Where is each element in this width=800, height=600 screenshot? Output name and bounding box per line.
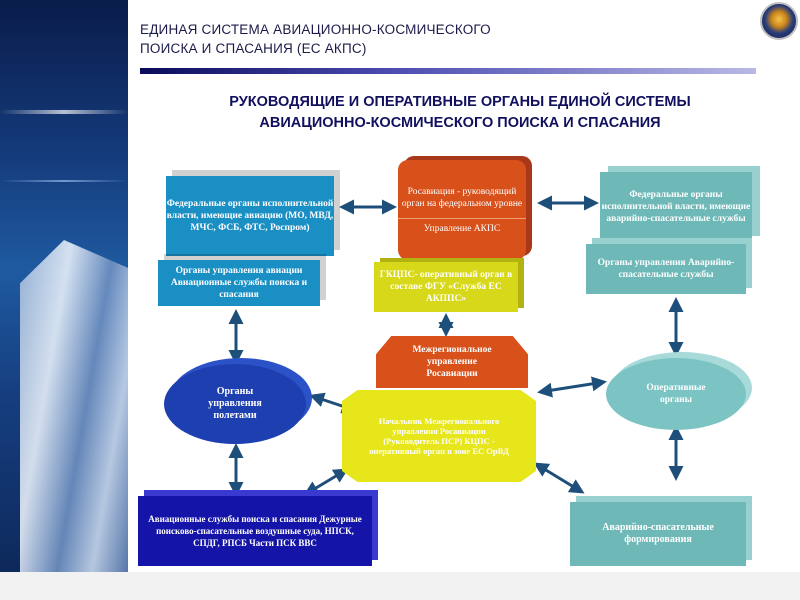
federal-aviation-authorities-box: Федеральные органы исполнительной власти… — [166, 176, 334, 256]
node-label: Федеральные органы исполнительной власти… — [601, 190, 751, 224]
title-line: РУКОВОДЯЩИЕ И ОПЕРАТИВНЫЕ ОРГАНЫ ЕДИНОЙ … — [229, 94, 691, 110]
light-streak — [0, 110, 128, 114]
interregional-office-box: Межрегиональное управление Росавиации — [376, 336, 528, 388]
gkcps-box: ГКЦПС- оперативный орган в составе ФГУ «… — [374, 262, 518, 312]
node-label: Межрегиональное управление Росавиации — [412, 345, 492, 379]
node-label: Росавиация - руководящий орган на федера… — [401, 186, 523, 209]
header-divider — [140, 68, 756, 74]
title-line: АВИАЦИОННО-КОСМИЧЕСКОГО ПОИСКА И СПАСАНИ… — [259, 115, 661, 131]
light-streak — [0, 180, 128, 182]
slide-header: ЕДИНАЯ СИСТЕМА АВИАЦИОННО-КОСМИЧЕСКОГО П… — [140, 20, 491, 58]
interregional-head-box: Начальник Межрегионального управления Ро… — [342, 390, 536, 482]
decorative-side-panel — [0, 0, 128, 600]
node-label: ГКЦПС- оперативный орган в составе ФГУ «… — [379, 270, 513, 304]
node-label: Органы управления Аварийно-спасательные … — [597, 258, 735, 280]
node-label: Оперативные органы — [646, 383, 706, 405]
header-line: ПОИСКА И СПАСАНИЯ (ЕС АКПС) — [140, 41, 367, 56]
emblem-logo — [760, 2, 798, 40]
node-label: Аварийно-спасательные формирования — [602, 522, 714, 545]
rescue-services-management-box: Органы управления Аварийно-спасательные … — [586, 244, 746, 294]
flight-control-ellipse: Органы управления полетами — [164, 364, 306, 444]
aviation-search-services-box: Авиационные службы поиска и спасания Деж… — [138, 496, 372, 566]
node-label: Органы управления авиации Авиационные сл… — [170, 266, 308, 300]
header-line: ЕДИНАЯ СИСТЕМА АВИАЦИОННО-КОСМИЧЕСКОГО — [140, 22, 491, 37]
operational-bodies-ellipse: Оперативные органы — [606, 358, 746, 430]
node-label: Авиационные службы поиска и спасания Деж… — [148, 514, 362, 548]
rosaviatsia-box: Росавиация - руководящий орган на федера… — [398, 160, 526, 260]
glass-tower-image — [20, 240, 128, 600]
node-label: Начальник Межрегионального управления Ро… — [369, 416, 509, 456]
footer-strip — [0, 572, 800, 600]
node-label: Федеральные органы исполнительной власти… — [166, 199, 334, 233]
diagram-title: РУКОВОДЯЩИЕ И ОПЕРАТИВНЫЕ ОРГАНЫ ЕДИНОЙ … — [150, 92, 770, 134]
node-label: Органы управления полетами — [208, 386, 262, 421]
federal-rescue-authorities-box: Федеральные органы исполнительной власти… — [600, 172, 752, 242]
rescue-units-box: Аварийно-спасательные формирования — [570, 502, 746, 566]
aviation-management-box: Органы управления авиации Авиационные сл… — [158, 260, 320, 306]
node-sublabel: Управление АКПС — [398, 217, 526, 235]
